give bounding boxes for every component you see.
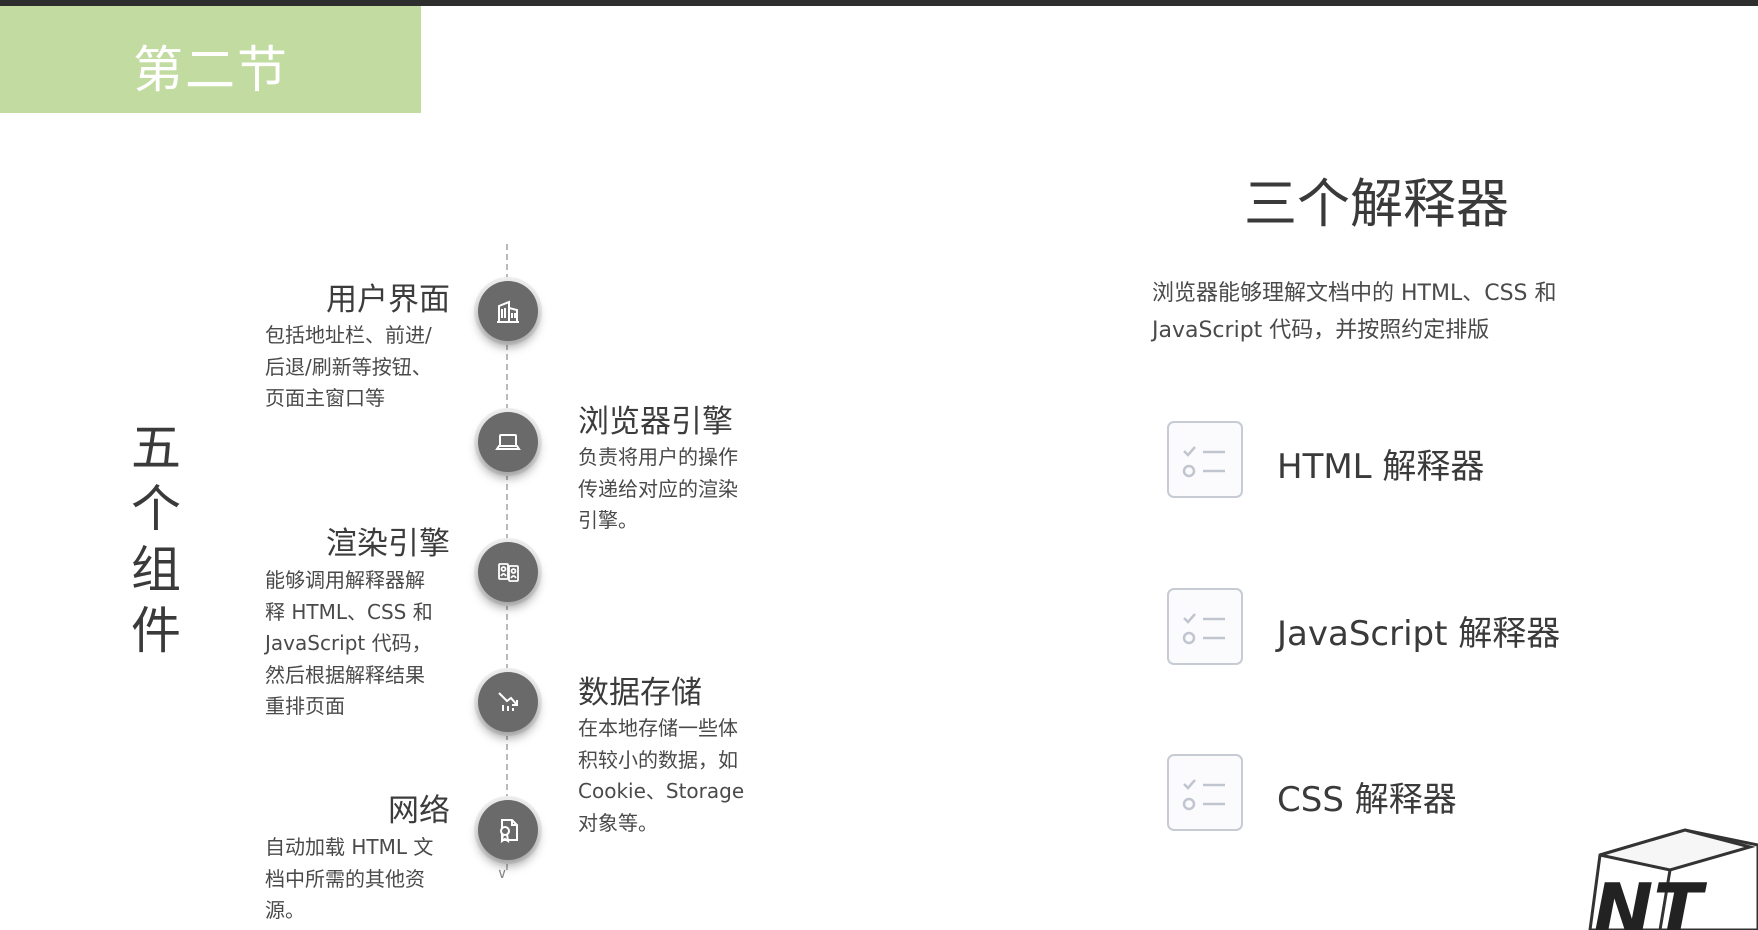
section-tag-label: 第二节: [133, 41, 289, 99]
desc-line: 档中所需的其他资: [265, 866, 425, 891]
desc-line: 负责将用户的操作: [578, 445, 738, 469]
component-desc-network: 自动加载 HTML 文 档中所需的其他资 源。: [265, 832, 465, 927]
certificate-doc-icon: [478, 800, 538, 860]
desc-line: 引擎。: [578, 508, 638, 532]
timeline-arrow-icon: ∨: [497, 866, 508, 882]
intro-line: 浏览器能够理解文档中的 HTML、CSS 和: [1152, 281, 1557, 306]
components-heading-char: 五: [131, 419, 181, 477]
section-tag: 第二节: [0, 6, 421, 113]
interpreter-label: HTML 解释器: [1277, 447, 1485, 487]
component-desc-data-storage: 在本地存储一些体 积较小的数据，如 Cookie、Storage 对象等。: [578, 713, 778, 839]
component-title-render-engine: 渲染引擎: [326, 526, 450, 562]
component-desc-ui: 包括地址栏、前进/ 后退/刷新等按钮、 页面主窗口等: [265, 320, 465, 415]
cube-logo-icon: NT: [1575, 825, 1758, 930]
component-title-network: 网络: [388, 793, 450, 829]
component-desc-browser-engine: 负责将用户的操作 传递给对应的渲染 引擎。: [578, 442, 778, 537]
components-heading-char: 个: [131, 480, 181, 538]
top-bar: [0, 0, 1758, 6]
building-icon: [478, 281, 538, 341]
chart-down-icon: [478, 672, 538, 732]
desc-line: 页面主窗口等: [265, 386, 385, 410]
desc-line: 积较小的数据，如: [578, 747, 738, 772]
component-title-browser-engine: 浏览器引擎: [578, 404, 733, 440]
interpreters-intro: 浏览器能够理解文档中的 HTML、CSS 和 JavaScript 代码，并按照…: [1152, 275, 1652, 349]
desc-line: 对象等。: [578, 810, 658, 835]
desc-line: 然后根据解释结果: [265, 662, 425, 687]
checklist-icon: [1167, 754, 1243, 831]
interpreter-label: JavaScript 解释器: [1277, 614, 1561, 654]
desc-line: JavaScript 代码，: [265, 631, 432, 655]
desc-line: 自动加载 HTML 文: [265, 835, 434, 859]
desc-line: 包括地址栏、前进/: [265, 323, 432, 347]
laptop-icon: [478, 412, 538, 472]
intro-line: JavaScript 代码，并按照约定排版: [1152, 318, 1490, 343]
components-heading: 五 个 组 件: [126, 418, 186, 662]
desc-line: 传递给对应的渲染: [578, 476, 738, 501]
component-title-ui: 用户界面: [326, 282, 450, 318]
desc-line: 重排页面: [265, 694, 345, 718]
interpreters-title: 三个解释器: [1244, 174, 1509, 235]
desc-line: 后退/刷新等按钮、: [265, 354, 432, 379]
interpreter-label: CSS 解释器: [1277, 780, 1457, 820]
checklist-icon: [1167, 588, 1243, 665]
component-title-data-storage: 数据存储: [578, 675, 702, 711]
desc-line: 源。: [265, 898, 305, 922]
desc-line: Cookie、Storage: [578, 779, 745, 803]
logo-text: NT: [1593, 868, 1707, 930]
components-heading-char: 组: [131, 541, 181, 599]
checklist-icon: [1167, 421, 1243, 498]
component-desc-render-engine: 能够调用解释器解 释 HTML、CSS 和 JavaScript 代码， 然后根…: [265, 565, 465, 723]
components-heading-char: 件: [131, 602, 181, 660]
desc-line: 能够调用解释器解: [265, 568, 425, 592]
id-cards-icon: [478, 542, 538, 602]
desc-line: 释 HTML、CSS 和: [265, 599, 433, 624]
desc-line: 在本地存储一些体: [578, 716, 738, 740]
